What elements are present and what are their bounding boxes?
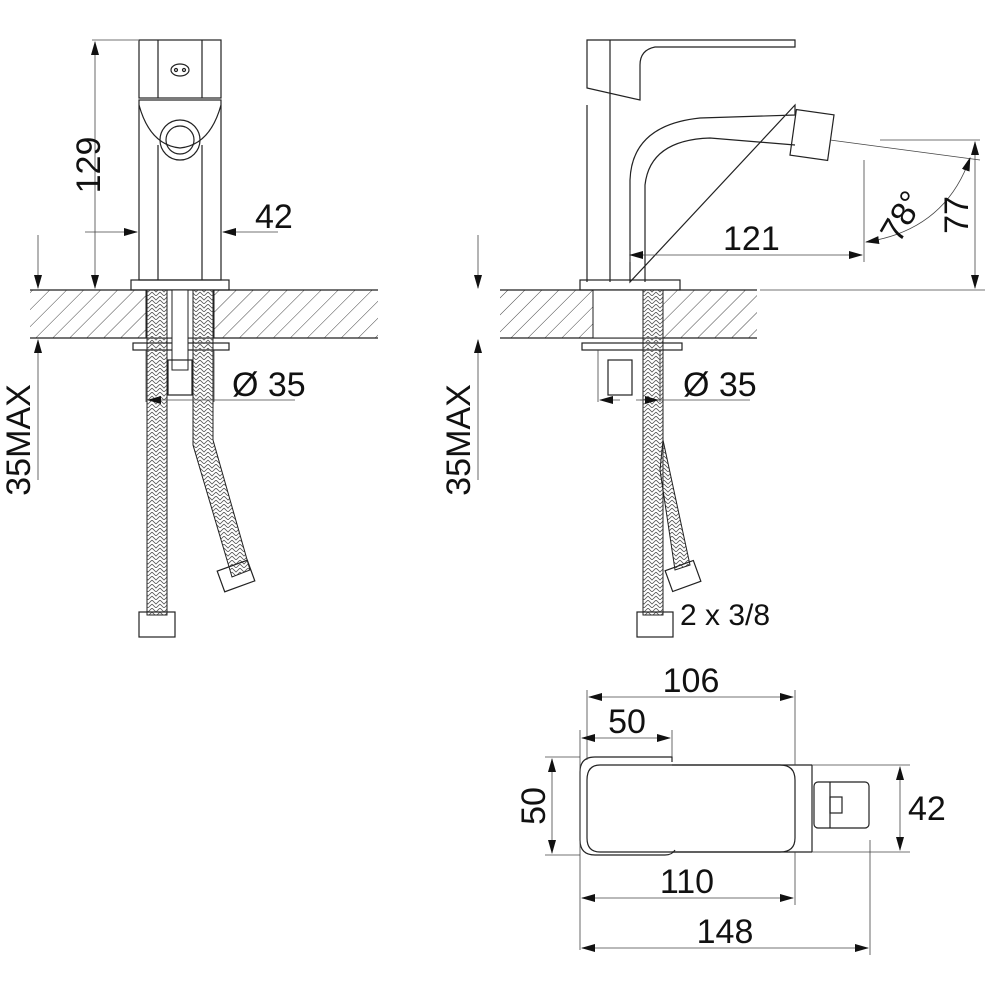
handle-outline <box>579 756 676 856</box>
max-thickness-dimension: 35MAX <box>0 384 38 496</box>
nut <box>607 359 633 396</box>
body-outline <box>586 764 796 853</box>
faucet-body <box>586 103 796 284</box>
nozzle <box>789 108 835 162</box>
reach-dimension: 121 <box>723 220 780 258</box>
body-length-dimension: 110 <box>660 863 714 901</box>
width-dimension: 42 <box>255 198 293 236</box>
hose <box>146 289 168 616</box>
spout-height-dimension: 77 <box>938 196 976 234</box>
faucet-body <box>138 99 222 281</box>
hose-nut <box>636 611 674 638</box>
total-length-dimension: 148 <box>697 913 754 951</box>
side-view: 121 78° 77 Ø 35 35MAX 2 x 3/8 <box>440 39 985 638</box>
hole-diameter-dimension: Ø 35 <box>232 366 306 404</box>
hose-nut <box>216 559 256 593</box>
front-view: 129 42 Ø 35 35MAX <box>0 39 378 638</box>
lever-handle <box>586 39 796 101</box>
handle-length-dimension: 106 <box>663 662 720 700</box>
hose <box>659 439 691 571</box>
top-view: 106 50 50 42 110 148 <box>515 662 946 955</box>
hose <box>642 289 664 616</box>
height-dimension: 129 <box>70 137 108 194</box>
hose <box>192 289 251 578</box>
connection-size-label: 2 x 3/8 <box>680 599 770 632</box>
nozzle <box>813 781 870 829</box>
nut <box>167 359 193 396</box>
depth-dimension: 50 <box>515 787 553 825</box>
max-thickness-dimension: 35MAX <box>440 384 478 496</box>
hole-diameter-dimension: Ø 35 <box>683 366 757 404</box>
nozzle-height-dimension: 42 <box>908 790 946 828</box>
hose-nut <box>664 559 702 593</box>
hose-nut <box>138 611 176 638</box>
handle-cap <box>138 39 222 99</box>
nozzle-icon <box>159 119 201 161</box>
handle-width-dimension: 50 <box>608 703 646 741</box>
